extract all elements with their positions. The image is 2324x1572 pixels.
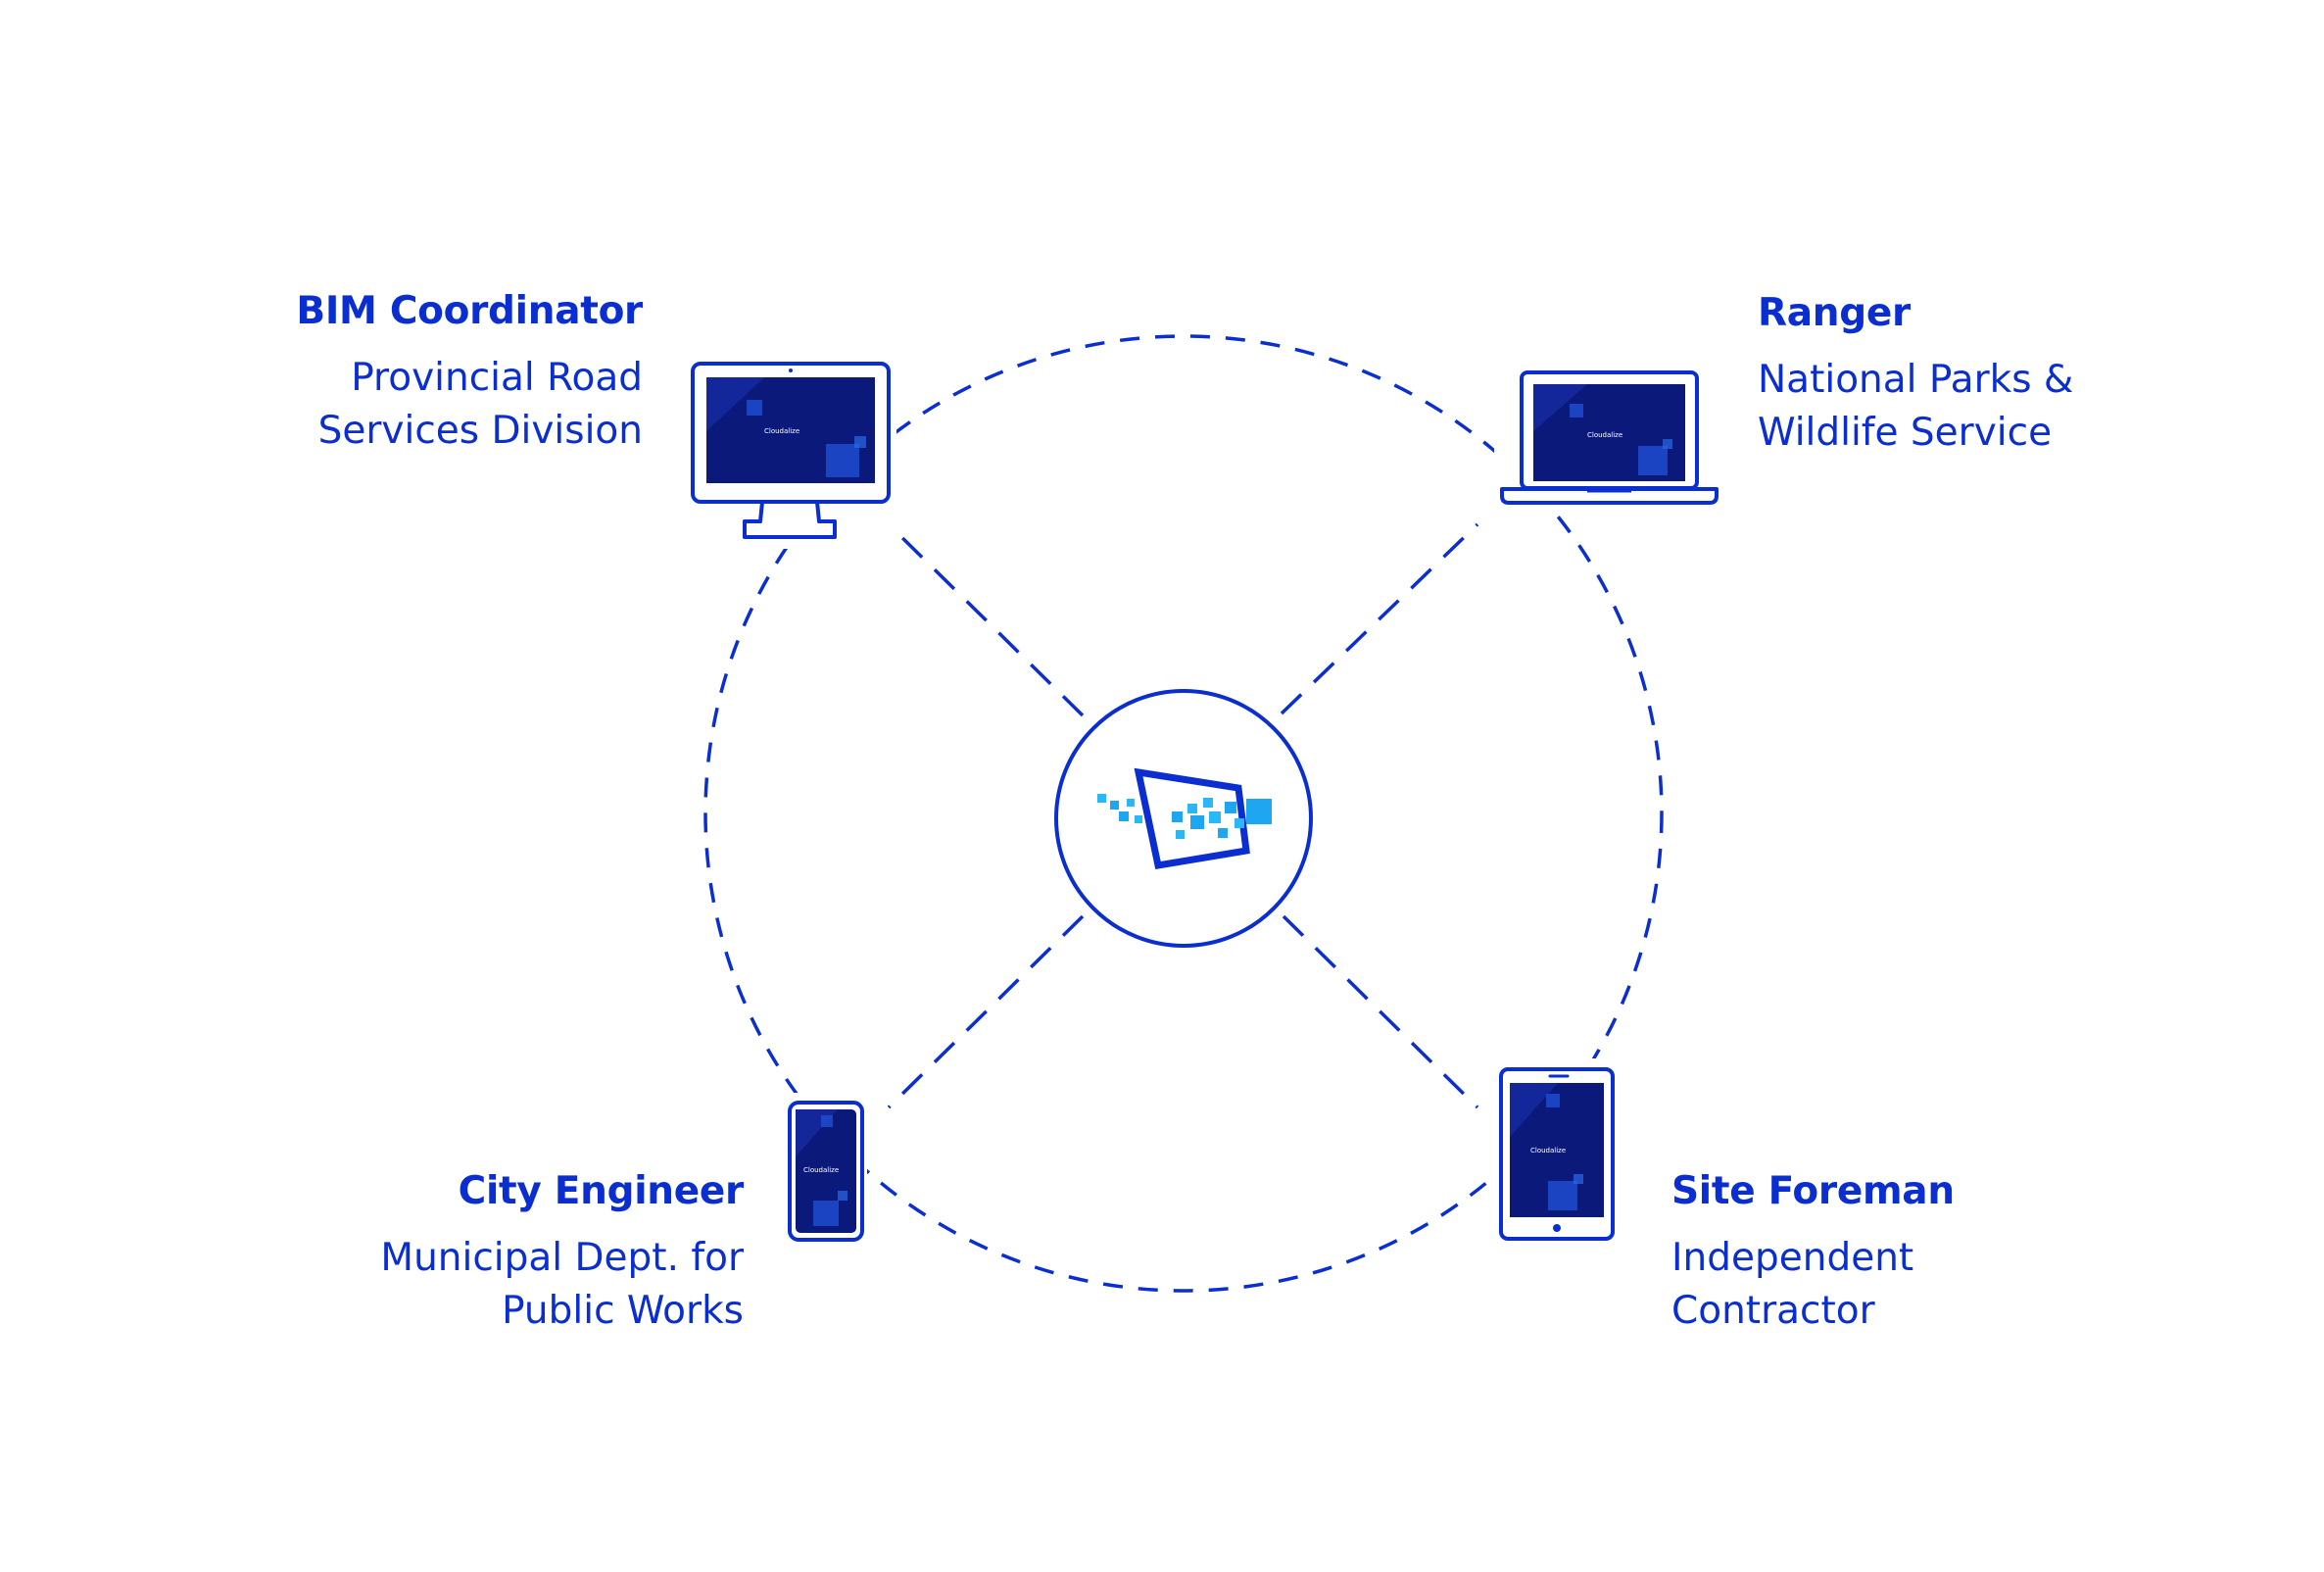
- org-line: Independent: [1671, 1236, 1914, 1280]
- org-line: Services Division: [317, 409, 643, 453]
- user-label-bim: BIM Coordinator Provincial Road Services…: [296, 292, 643, 458]
- org-line: Contractor: [1671, 1289, 1875, 1333]
- laptop-icon: Cloudalize: [1500, 370, 1719, 505]
- user-label-site: Site Foreman Independent Contractor: [1671, 1172, 1955, 1338]
- user-organization: Provincial Road Services Division: [296, 352, 643, 458]
- screen-brand-text: Cloudalize: [1530, 1147, 1566, 1154]
- user-organization: Independent Contractor: [1671, 1232, 1955, 1338]
- cloudalize-hub: [1054, 689, 1313, 948]
- user-role: BIM Coordinator: [296, 289, 643, 333]
- org-line: Municipal Dept. for: [380, 1236, 744, 1280]
- tablet-icon: Cloudalize: [1499, 1067, 1615, 1241]
- hub-circle: [1054, 689, 1313, 948]
- org-line: Wildlife Service: [1758, 411, 2053, 455]
- user-label-city: City Engineer Municipal Dept. for Public…: [380, 1172, 744, 1338]
- screen-brand-text: Cloudalize: [764, 427, 799, 435]
- connector-site: [1282, 914, 1479, 1109]
- connector-city: [887, 914, 1085, 1109]
- desktop-monitor-icon: Cloudalize: [691, 362, 891, 539]
- user-organization: National Parks & Wildlife Service: [1758, 354, 2073, 460]
- user-role: City Engineer: [458, 1169, 745, 1213]
- smartphone-icon: Cloudalize: [788, 1101, 864, 1242]
- org-line: Provincial Road: [351, 356, 643, 400]
- user-label-ranger: Ranger National Parks & Wildlife Service: [1758, 294, 2073, 460]
- cloudalize-logo-icon: [1097, 767, 1272, 870]
- screen-brand-text: Cloudalize: [803, 1166, 839, 1174]
- user-role: Ranger: [1758, 291, 1911, 335]
- user-organization: Municipal Dept. for Public Works: [380, 1232, 744, 1338]
- outer-dashed-ring: [703, 334, 1664, 1293]
- org-line: National Parks &: [1758, 358, 2074, 402]
- connector-ranger: [1280, 522, 1479, 715]
- org-line: Public Works: [502, 1289, 744, 1333]
- user-role: Site Foreman: [1671, 1169, 1955, 1213]
- connector-bim: [887, 522, 1085, 717]
- screen-brand-text: Cloudalize: [1587, 431, 1622, 439]
